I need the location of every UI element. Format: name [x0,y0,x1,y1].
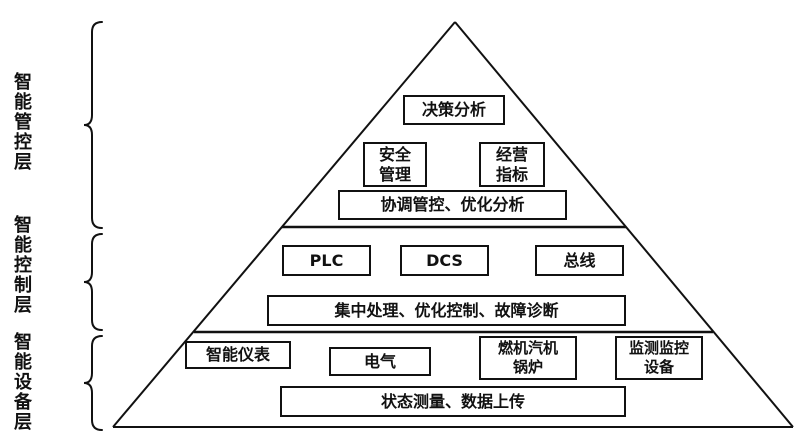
node-bus: 总线 [535,245,624,276]
layer-label-control: 智能控制层 [11,215,32,315]
brace-equipment-layer [83,335,103,431]
node-turbine-boiler-line1: 燃机汽机 [497,339,558,358]
node-status-measurement: 状态测量、数据上传 [280,386,626,417]
node-safety-management: 安全 管理 [363,142,427,187]
node-smart-instrument: 智能仪表 [185,341,291,369]
node-central-processing: 集中处理、优化控制、故障诊断 [267,295,626,326]
node-monitoring-line1: 监测监控 [628,339,689,358]
node-monitoring-line2: 设备 [643,358,674,376]
node-business-indicators: 经营 指标 [479,142,545,187]
node-turbine-boiler-line2: 锅炉 [512,358,543,376]
pyramid-right-edge [454,21,794,428]
node-safety-line2: 管理 [378,164,411,184]
layer-label-equipment: 智能设备层 [11,332,32,432]
node-plc: PLC [282,245,371,276]
node-dcs: DCS [400,245,489,276]
node-decision-analysis: 决策分析 [403,95,505,125]
node-monitoring-equipment: 监测监控 设备 [615,336,703,380]
node-business-line2: 指标 [495,164,528,184]
pyramid-left-edge [112,21,456,428]
node-safety-line1: 安全 [378,144,411,164]
brace-management-layer [83,21,103,229]
node-coordination-optimization: 协调管控、优化分析 [338,190,567,220]
layer-label-management: 智能管控层 [11,72,32,172]
brace-control-layer [83,233,103,331]
node-business-line1: 经营 [495,144,528,164]
node-turbine-boiler: 燃机汽机 锅炉 [479,336,577,380]
node-electrical: 电气 [329,347,431,376]
